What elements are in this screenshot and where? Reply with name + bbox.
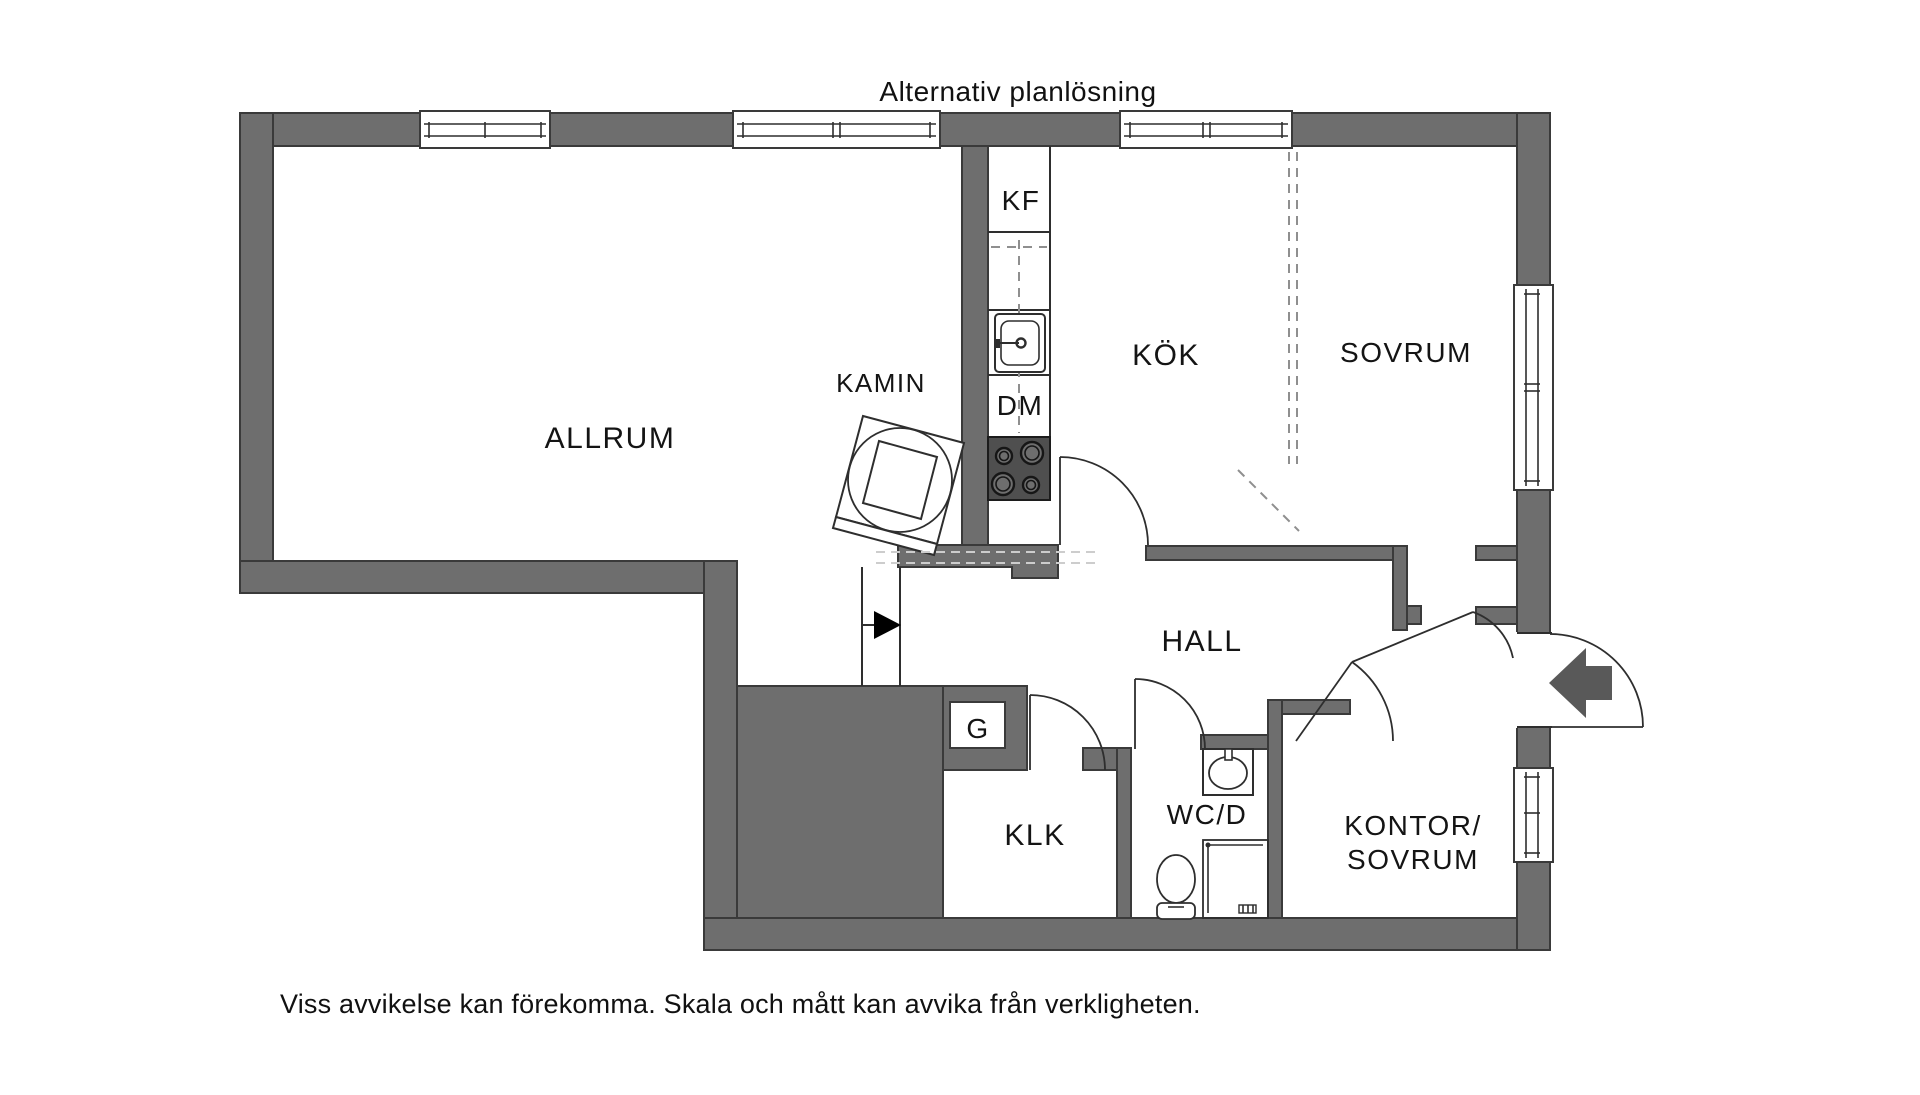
fixture-label-g: G xyxy=(966,713,989,744)
stove-icon xyxy=(987,436,1051,501)
wall-vestibule-stub xyxy=(1406,605,1422,625)
wall-klk-wcd xyxy=(1116,747,1132,919)
room-label-hall: HALL xyxy=(1161,625,1242,658)
wall-hall-north-right xyxy=(1145,545,1394,561)
room-label-kontor-line1: KONTOR/ xyxy=(1344,810,1482,841)
wall-left xyxy=(239,112,274,594)
wall-kitchen-divider xyxy=(961,145,989,568)
room-label-klk: KLK xyxy=(1004,819,1065,852)
wall-stair-block xyxy=(736,685,944,919)
exterior-walls xyxy=(239,112,1551,951)
wall-hall-north-left xyxy=(897,544,1059,579)
wall-allrum-bottom xyxy=(239,560,738,594)
dashed-partition-lines xyxy=(876,152,1300,564)
room-label-kamin: KAMIN xyxy=(836,368,926,398)
bathroom-sink-icon xyxy=(1202,748,1254,796)
window-kontor-icon xyxy=(1513,767,1554,863)
dashed-diagonal xyxy=(1237,469,1300,532)
windows xyxy=(419,110,1554,863)
kitchen-sink-icon xyxy=(994,313,1046,373)
room-label-kontor-line2: SOVRUM xyxy=(1347,844,1479,875)
fixture-label-kf: KF xyxy=(1002,185,1041,216)
entry-arrow-icon xyxy=(1549,648,1612,718)
room-label-sovrum: SOVRUM xyxy=(1340,337,1472,368)
shower-icon xyxy=(1202,839,1269,919)
room-label-kok: KÖK xyxy=(1132,339,1200,372)
wall-entry-stub xyxy=(1475,606,1518,625)
allrum-hall-passage xyxy=(861,567,901,686)
entrance-door xyxy=(1515,632,1644,728)
door-vestibule xyxy=(1351,611,1514,663)
wardrobe-niche xyxy=(949,701,1006,749)
door-wcd xyxy=(1134,678,1206,750)
wall-lower-left xyxy=(703,560,738,951)
kitchen-counter xyxy=(987,146,1051,501)
window-kok-icon xyxy=(1119,110,1293,149)
window-allrum-left-icon xyxy=(419,110,551,149)
page-title: Alternativ planlösning xyxy=(879,76,1156,107)
room-label-allrum: ALLRUM xyxy=(545,422,676,455)
room-label-wcd: WC/D xyxy=(1167,799,1248,830)
door-klk xyxy=(1029,694,1106,771)
window-allrum-right-icon xyxy=(732,110,941,149)
window-sovrum-icon xyxy=(1513,284,1554,491)
door-kontor xyxy=(1295,661,1394,742)
wall-sovrum-right-stub xyxy=(1475,545,1518,561)
interior-walls xyxy=(736,145,1518,919)
direction-arrow-icon xyxy=(874,611,901,639)
toilet-icon xyxy=(1156,854,1196,920)
door-kok xyxy=(1059,456,1149,546)
wall-klk-top-stub xyxy=(1082,747,1118,771)
wall-vestibule-vertical xyxy=(1392,545,1408,631)
wall-wcd-right xyxy=(1267,699,1283,919)
wall-bottom xyxy=(703,917,1551,951)
fixture-label-dm: DM xyxy=(997,390,1044,421)
disclaimer-text: Viss avvikelse kan förekomma. Skala och … xyxy=(280,989,1201,1019)
fireplace-icon xyxy=(831,414,966,557)
entrance-door-arc xyxy=(1549,633,1644,728)
